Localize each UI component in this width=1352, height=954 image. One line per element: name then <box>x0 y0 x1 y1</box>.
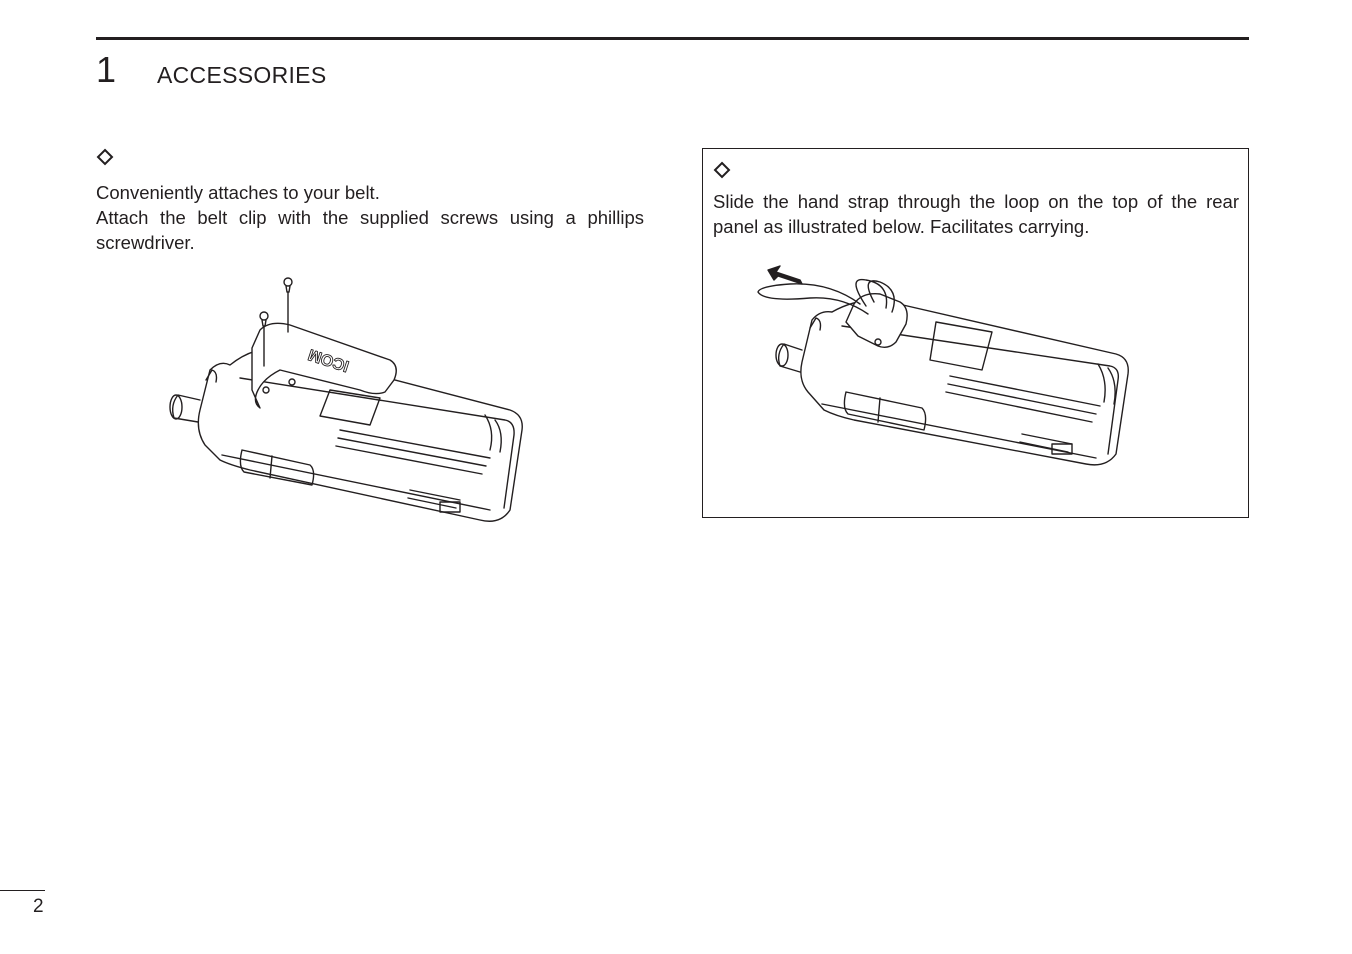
header-rule <box>96 37 1249 40</box>
belt-clip-description: Conveniently attaches to your belt. Atta… <box>96 180 644 255</box>
belt-clip-section: Conveniently attaches to your belt. Atta… <box>96 148 644 255</box>
diamond-bullet-icon <box>96 148 114 166</box>
page-number: 2 <box>33 896 44 917</box>
belt-clip-illustration: ICOM <box>169 277 523 522</box>
chapter-number: 1 <box>96 49 117 90</box>
chapter-title: ACCESSORIES <box>157 62 327 88</box>
footer-rule <box>0 890 45 891</box>
hand-strap-illustration <box>757 265 1129 466</box>
diamond-bullet-icon <box>713 161 731 179</box>
belt-clip-line-1: Conveniently attaches to your belt. <box>96 182 380 203</box>
hand-strap-description: Slide the hand strap through the loop on… <box>713 191 1239 237</box>
hand-strap-section: Slide the hand strap through the loop on… <box>702 148 1249 518</box>
belt-clip-line-2: Attach the belt clip with the supplied s… <box>96 207 644 253</box>
